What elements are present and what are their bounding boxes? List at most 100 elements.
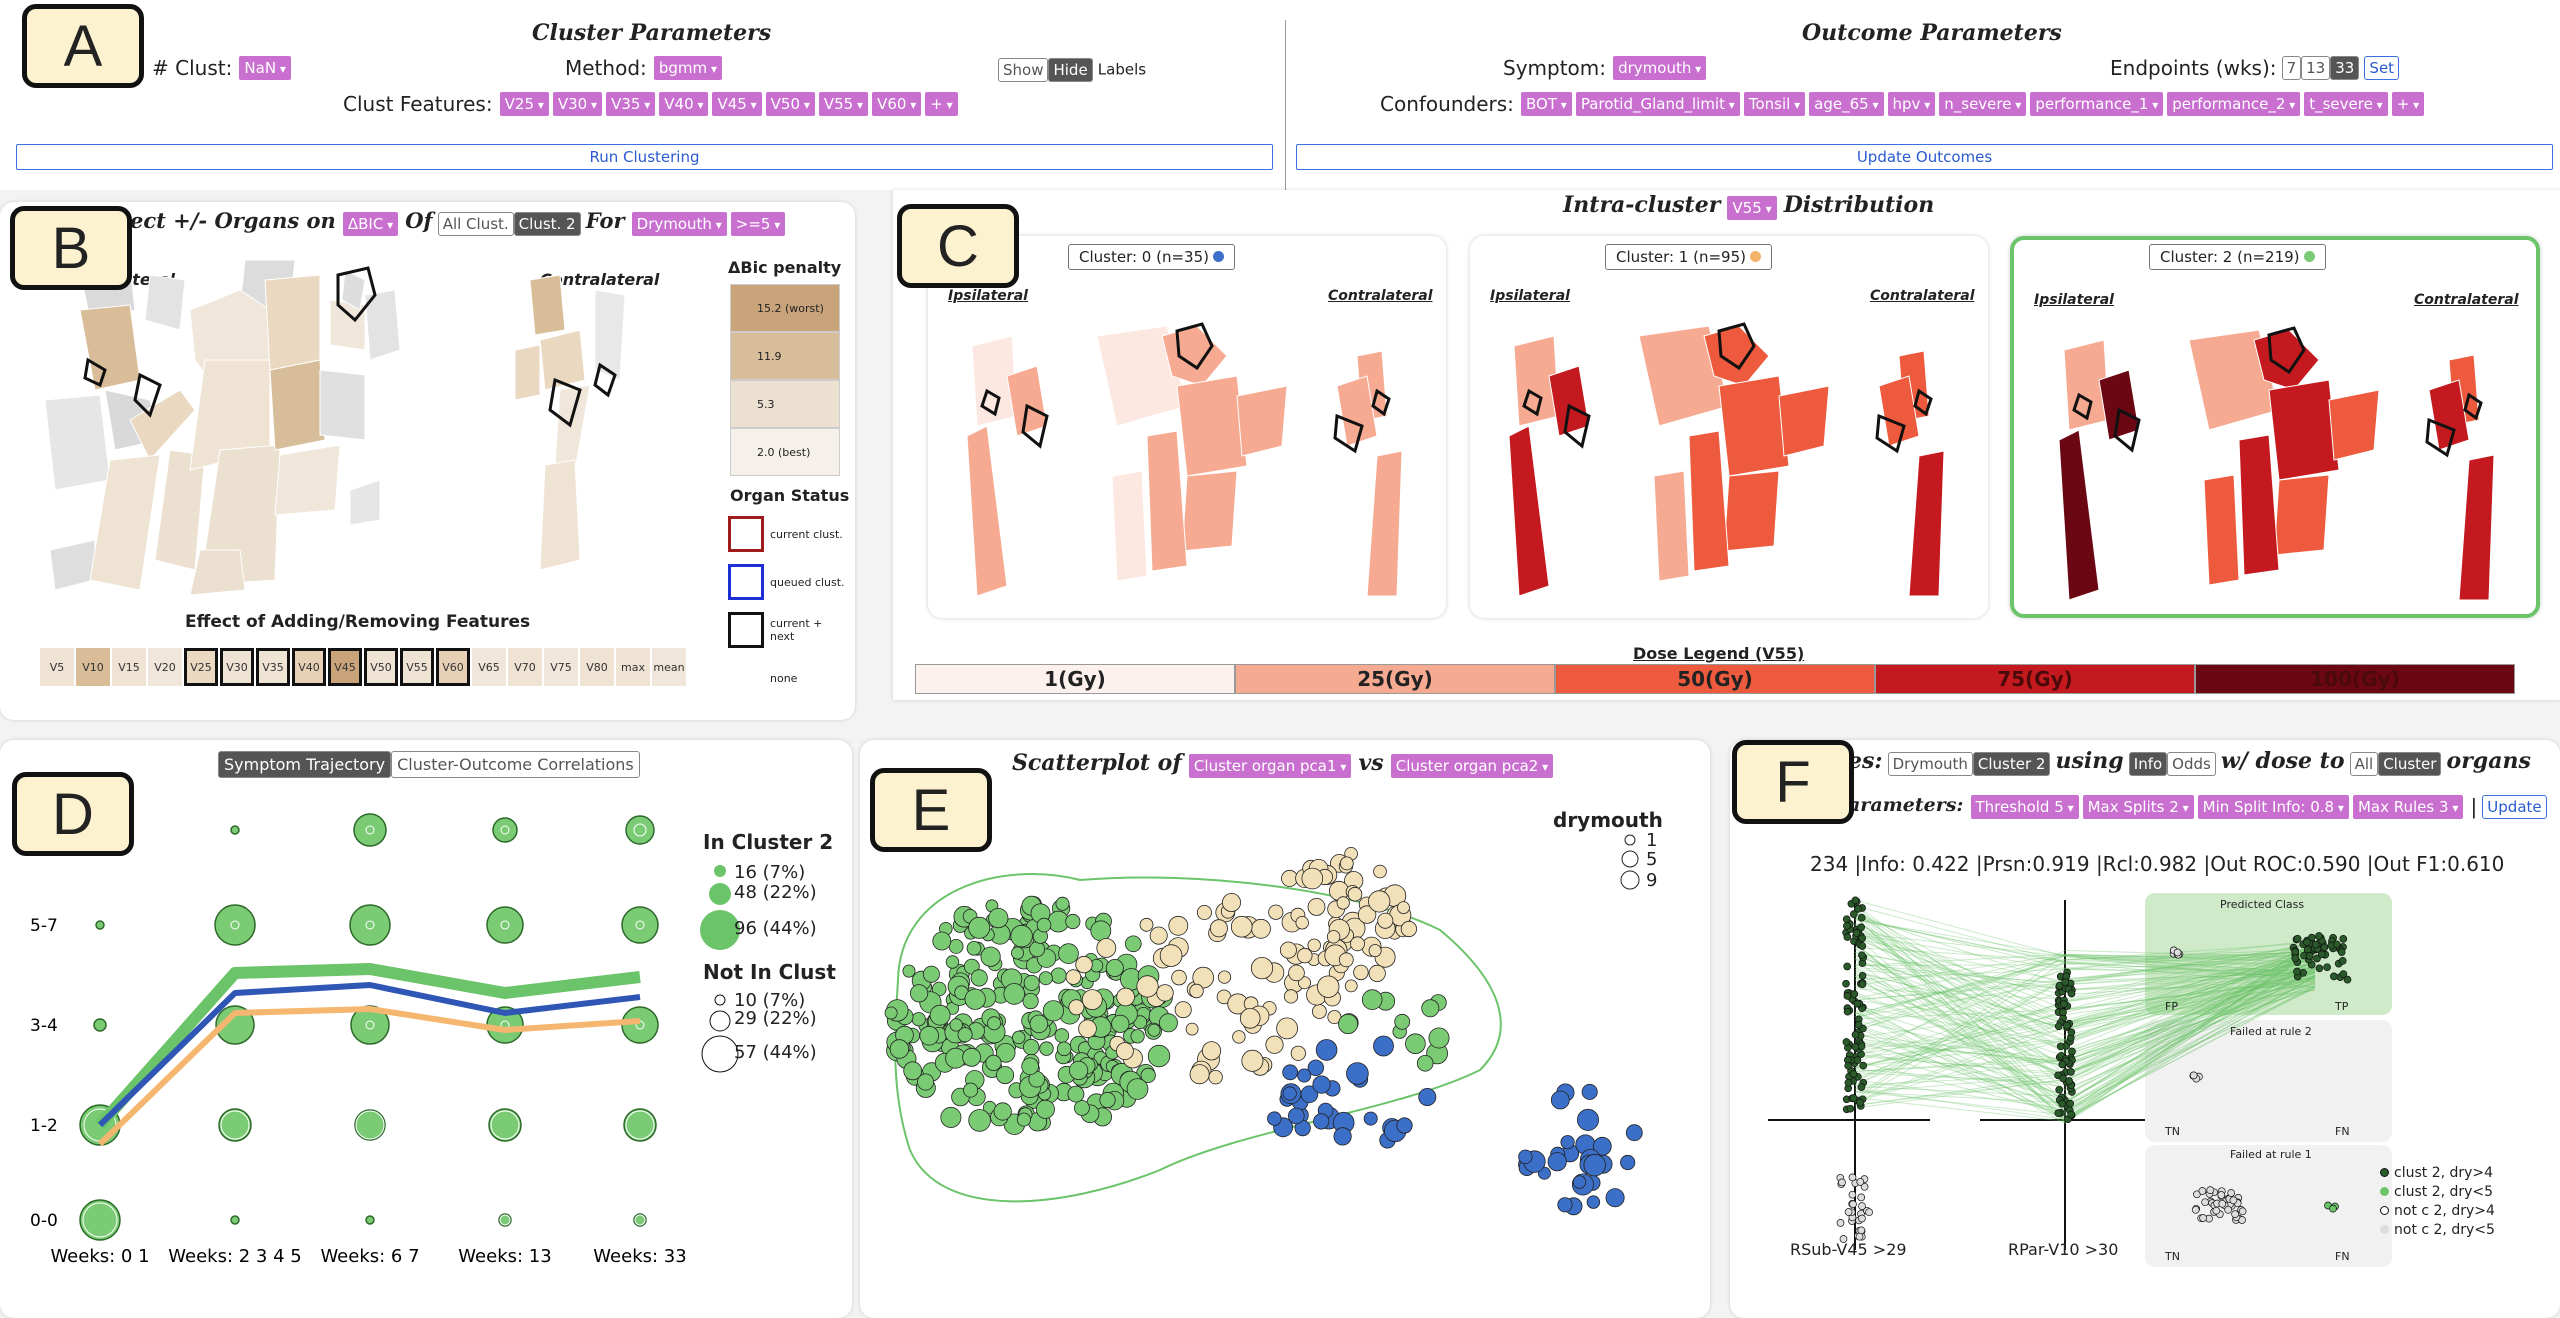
trajectory-line[interactable] (97, 982, 641, 1128)
rule-point[interactable] (2067, 989, 2076, 998)
scatter-point[interactable] (922, 965, 940, 983)
rule-point[interactable] (1858, 951, 1866, 960)
scatter-point[interactable] (1283, 989, 1299, 1004)
scatter-point[interactable] (1010, 946, 1024, 960)
trajectory-line[interactable] (97, 1006, 641, 1147)
rule-point[interactable] (2206, 1186, 2215, 1194)
confounder-dropdown[interactable]: performance_1 (2030, 92, 2164, 116)
scatter-point[interactable] (1363, 1111, 1378, 1126)
run-clustering-button[interactable]: Run Clustering (16, 144, 1273, 170)
scatter-point[interactable] (1241, 1049, 1264, 1072)
scatter-point[interactable] (1159, 944, 1183, 967)
rule-point[interactable] (1836, 1219, 1845, 1227)
x-variable-dropdown[interactable]: Cluster organ pca1 (1188, 753, 1352, 778)
scatter-point[interactable] (1416, 1055, 1434, 1072)
rule-point[interactable] (1849, 910, 1858, 918)
scatter-point[interactable] (1021, 1057, 1039, 1076)
clust2-toggle[interactable]: Clust. 2 (513, 211, 581, 236)
feature-cell[interactable]: V35 (256, 648, 290, 686)
scatter-point[interactable] (1039, 1041, 1054, 1056)
rule-point[interactable] (2339, 935, 2348, 943)
scatter-point[interactable] (1065, 913, 1081, 930)
rule-point[interactable] (1859, 1061, 1868, 1070)
scatter-point[interactable] (1156, 984, 1174, 1002)
confounder-dropdown[interactable]: Tonsil (1743, 92, 1806, 116)
rule-point[interactable] (2068, 1047, 2076, 1056)
scatter-point[interactable] (1185, 1022, 1199, 1036)
scatter-point[interactable] (988, 908, 1009, 929)
confounder-dropdown[interactable]: hpv (1887, 92, 1936, 116)
scatter-point[interactable] (1317, 975, 1340, 998)
scatter-point[interactable] (1023, 974, 1040, 991)
feature-cell[interactable]: V20 (148, 648, 182, 686)
scatter-point[interactable] (1171, 969, 1187, 986)
scatter-point[interactable] (940, 1106, 962, 1128)
scatter-point[interactable] (1016, 1112, 1031, 1127)
symptom-dropdown[interactable]: Drymouth (631, 211, 727, 236)
rule-point[interactable] (1857, 923, 1865, 932)
method-dropdown[interactable]: bgmm (653, 56, 722, 80)
scatter-point[interactable] (1126, 1078, 1149, 1100)
all-clust-toggle[interactable]: All Clust. (437, 211, 514, 236)
scatter-point[interactable] (1230, 915, 1253, 938)
rule-point[interactable] (2055, 1085, 2064, 1094)
cluster2-toggle[interactable]: Cluster 2 (1972, 751, 2051, 776)
rule-point[interactable] (1854, 904, 1862, 913)
rule-point[interactable] (2198, 1187, 2207, 1195)
cluster-label[interactable]: Cluster: 1 (n=95) (1605, 244, 1772, 270)
trajectory-point[interactable] (488, 1108, 522, 1142)
scatter-point[interactable] (1239, 1008, 1261, 1029)
feature-cell[interactable]: V30 (220, 648, 254, 686)
rule-point[interactable] (1851, 1043, 1860, 1051)
y-variable-dropdown[interactable]: Cluster organ pca2 (1390, 753, 1554, 778)
rule-point[interactable] (2060, 1000, 2068, 1008)
scatter-point[interactable] (1290, 1045, 1306, 1061)
scatter-point[interactable] (1583, 1153, 1606, 1177)
rule-point[interactable] (1848, 1173, 1857, 1182)
rule-point[interactable] (2337, 948, 2346, 957)
rule-point[interactable] (1853, 999, 1862, 1008)
rule-point[interactable] (2293, 934, 2302, 943)
feature-dropdown[interactable]: V35 (606, 92, 656, 116)
rule-point[interactable] (2067, 1068, 2075, 1076)
rule-point[interactable] (1848, 1190, 1857, 1199)
info-toggle[interactable]: Info (2128, 751, 2168, 776)
trajectory-point[interactable] (349, 904, 391, 946)
set-endpoints-button[interactable]: Set (2364, 56, 2400, 80)
scatter-point[interactable] (917, 1073, 935, 1091)
rule-point[interactable] (2293, 967, 2301, 976)
trajectory-point[interactable] (498, 1213, 512, 1227)
rule-point[interactable] (2343, 975, 2352, 984)
scatter-point[interactable] (1572, 1175, 1587, 1189)
scatter-point[interactable] (1055, 896, 1070, 911)
scatter-point[interactable] (1081, 989, 1103, 1011)
feature-cell[interactable]: V50 (364, 648, 398, 686)
feature-dropdown[interactable]: V60 (872, 92, 922, 116)
trajectory-point[interactable] (633, 1213, 647, 1227)
rule-point[interactable] (1849, 1070, 1858, 1078)
scatter-point[interactable] (957, 1027, 973, 1043)
rule-point[interactable] (2212, 1206, 2221, 1215)
rule-point[interactable] (2229, 1196, 2238, 1205)
feature-dropdown[interactable]: V55 (1727, 195, 1777, 220)
scatter-point[interactable] (1307, 898, 1326, 916)
rule-point[interactable] (2063, 1021, 2071, 1030)
scatter-point[interactable] (1029, 941, 1046, 958)
scatter-point[interactable] (1338, 952, 1354, 968)
scatter-point[interactable] (1326, 930, 1341, 944)
trajectory-point[interactable] (486, 906, 524, 944)
feature-cell[interactable]: V70 (508, 648, 542, 686)
scatter-point[interactable] (1353, 964, 1369, 981)
scatter-point[interactable] (1042, 1000, 1064, 1022)
drymouth-toggle[interactable]: Drymouth (1887, 751, 1973, 776)
feature-cell[interactable]: V15 (112, 648, 146, 686)
rule-point[interactable] (2313, 954, 2321, 963)
scatter-point[interactable] (1333, 1127, 1352, 1146)
trajectory-point[interactable] (365, 1215, 375, 1225)
scatter-point[interactable] (1022, 1038, 1040, 1056)
rule-point[interactable] (1855, 1232, 1864, 1241)
scatter-point[interactable] (1158, 1013, 1178, 1033)
scatter-point[interactable] (1011, 1030, 1026, 1045)
trajectory-point[interactable] (93, 1018, 107, 1032)
